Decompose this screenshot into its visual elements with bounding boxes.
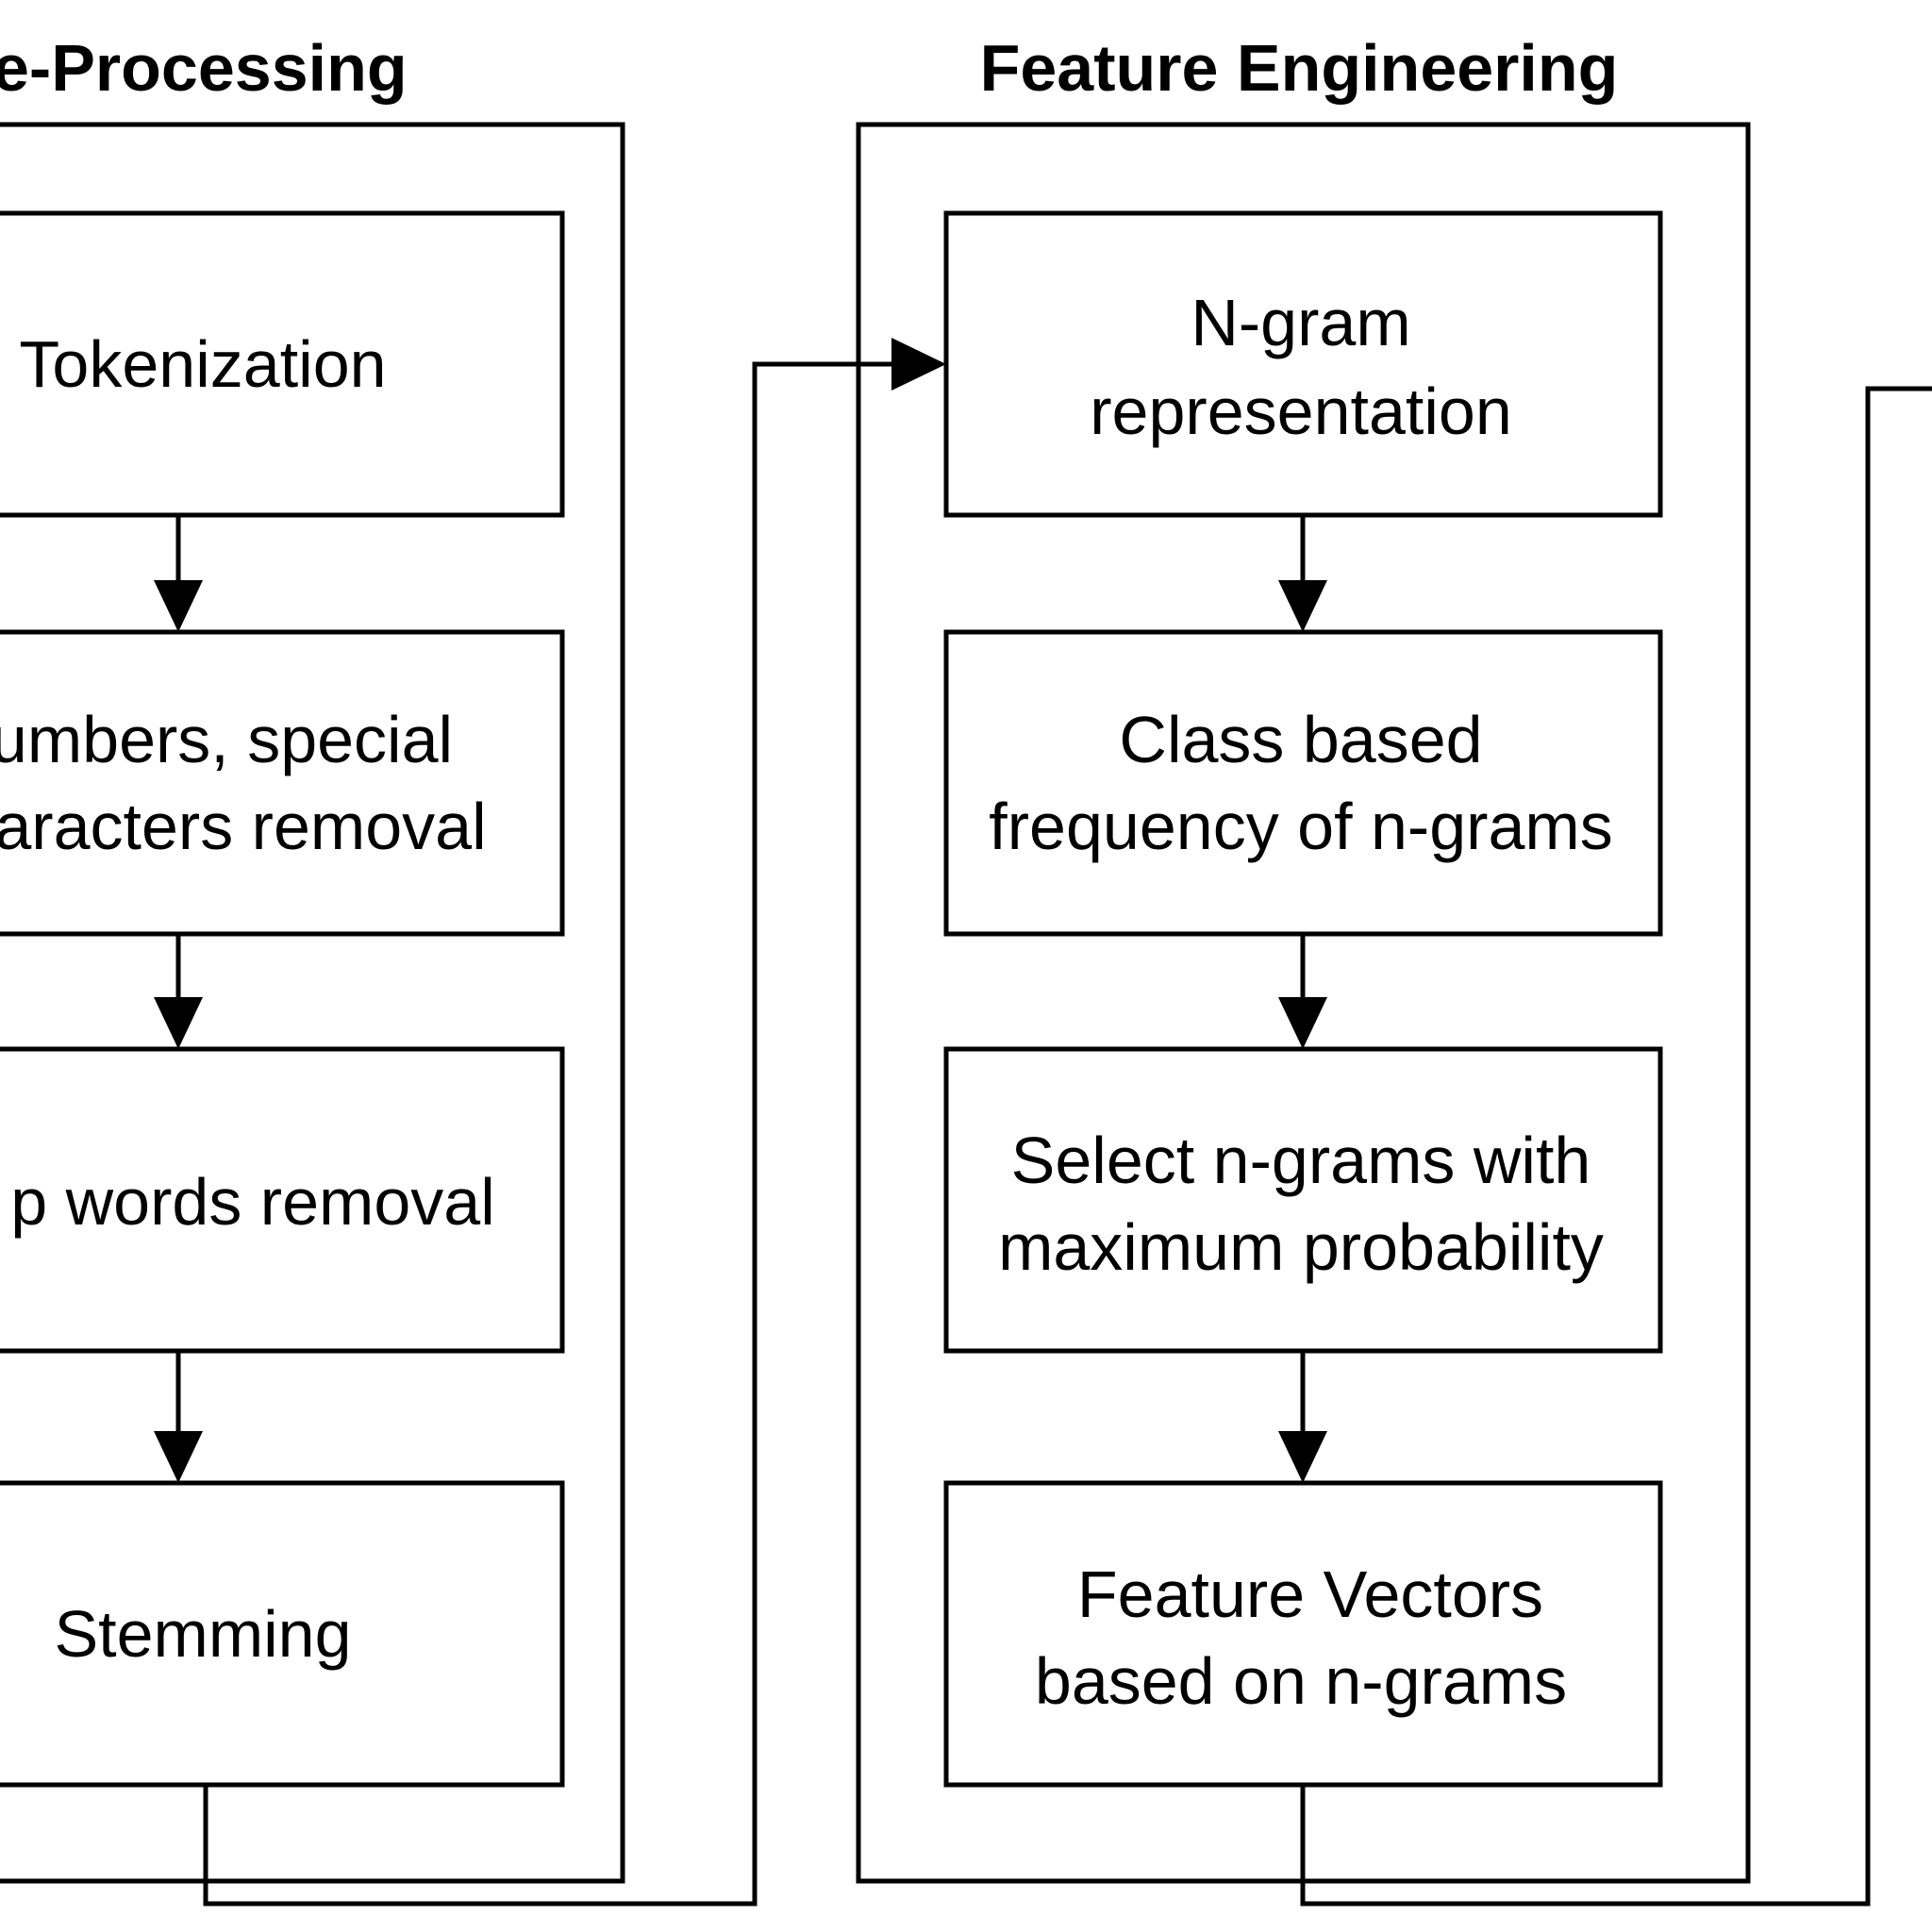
- arrow-class-frequency-to-select-head: [1278, 997, 1327, 1049]
- step-stemming-text: Stemming: [54, 1597, 351, 1671]
- arrow-tokenization-to-numbers-head: [154, 580, 203, 632]
- step-feature-vectors-text-line2: based on n-grams: [1035, 1644, 1567, 1718]
- arrow-stemming-to-ngram-head: [891, 338, 946, 391]
- preprocessing-container: [0, 122, 625, 1884]
- step-numbers-removal-text-line1: umbers, special: [0, 703, 453, 776]
- step-ngram-representation-text-line2: representation: [1090, 375, 1512, 448]
- arrow-stopwords-to-stemming-head: [154, 1431, 203, 1483]
- step-ngram-representation-box: [943, 210, 1663, 518]
- preprocessing-title: e-Processing: [0, 31, 408, 105]
- step-numbers-removal-text-line2: aracters removal: [0, 790, 487, 863]
- step-ngram-representation-text-line1: N-gram: [1191, 286, 1410, 359]
- arrow-select-to-feature-vectors-head: [1278, 1431, 1327, 1483]
- arrow-feature-vectors-to-next-line: [1300, 386, 1932, 1907]
- step-feature-vectors-box: [943, 1480, 1663, 1788]
- step-feature-vectors-text-line1: Feature Vectors: [1077, 1557, 1543, 1631]
- step-tokenization-box: [0, 210, 565, 518]
- step-stopwords-removal-text: p words removal: [10, 1165, 495, 1239]
- step-select-ngrams-text-line1: Select n-grams with: [1011, 1124, 1591, 1197]
- arrow-stemming-to-ngram-line: [203, 361, 896, 1907]
- step-select-ngrams-box: [943, 1046, 1663, 1354]
- arrow-ngram-to-class-frequency-head: [1278, 580, 1327, 632]
- step-class-frequency-text-line1: Class based: [1119, 703, 1482, 776]
- step-class-frequency-text-line2: frequency of n-grams: [989, 790, 1612, 863]
- step-stopwords-removal-box: [0, 1046, 565, 1354]
- step-select-ngrams-text-line2: maximum probability: [998, 1210, 1604, 1284]
- arrow-numbers-to-stopwords-head: [154, 997, 203, 1049]
- step-class-frequency-box: [943, 629, 1663, 937]
- feature-engineering-title: Feature Engineering: [980, 31, 1619, 105]
- step-tokenization-text: Tokenization: [19, 327, 386, 401]
- step-stemming-box: [0, 1480, 565, 1788]
- step-numbers-removal-box: [0, 629, 565, 937]
